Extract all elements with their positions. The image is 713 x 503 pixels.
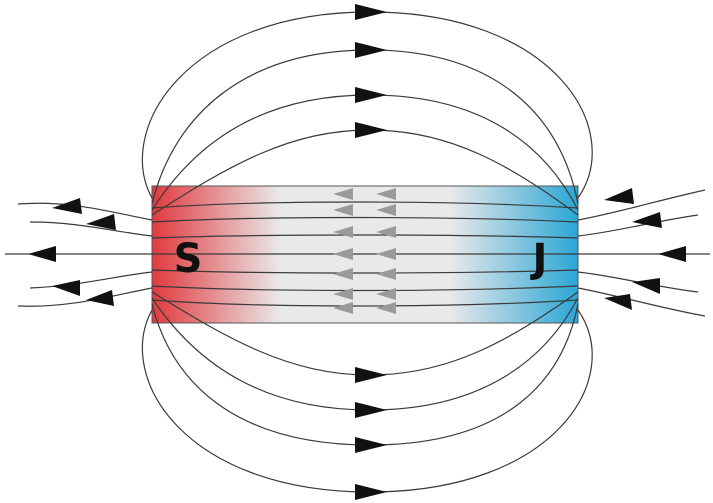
arrow-left-icon: [604, 294, 632, 310]
arrow-right-icon: [355, 87, 387, 103]
arrow-right-icon: [355, 4, 387, 20]
top-arrows: [355, 4, 387, 138]
field-line: [30, 272, 152, 288]
arrow-left-icon: [28, 246, 56, 262]
field-line: [18, 288, 152, 306]
left-arrows: [28, 198, 116, 306]
field-line: [578, 288, 705, 316]
field-line: [578, 190, 705, 220]
arrow-right-icon: [355, 122, 387, 138]
right-field-lines: [578, 190, 710, 316]
field-line: [18, 203, 152, 220]
arrow-right-icon: [355, 484, 387, 500]
arrow-right-icon: [355, 437, 387, 453]
arrow-left-icon: [86, 290, 114, 306]
south-pole-label: S: [174, 236, 203, 282]
arrow-right-icon: [355, 402, 387, 418]
field-line: [578, 215, 698, 236]
north-pole-label: J: [530, 236, 548, 282]
top-field-loops: [142, 12, 592, 215]
arrow-left-icon: [632, 278, 660, 294]
arrow-right-icon: [355, 42, 387, 58]
right-arrows: [604, 188, 686, 310]
arrow-right-icon: [355, 367, 387, 383]
arrow-left-icon: [658, 246, 686, 262]
arrow-left-icon: [86, 214, 116, 230]
bottom-arrows: [355, 367, 387, 500]
field-loop: [142, 310, 592, 492]
arrow-left-icon: [52, 198, 82, 214]
field-loop: [142, 12, 592, 198]
arrow-left-icon: [52, 280, 80, 296]
arrow-left-icon: [604, 188, 634, 204]
